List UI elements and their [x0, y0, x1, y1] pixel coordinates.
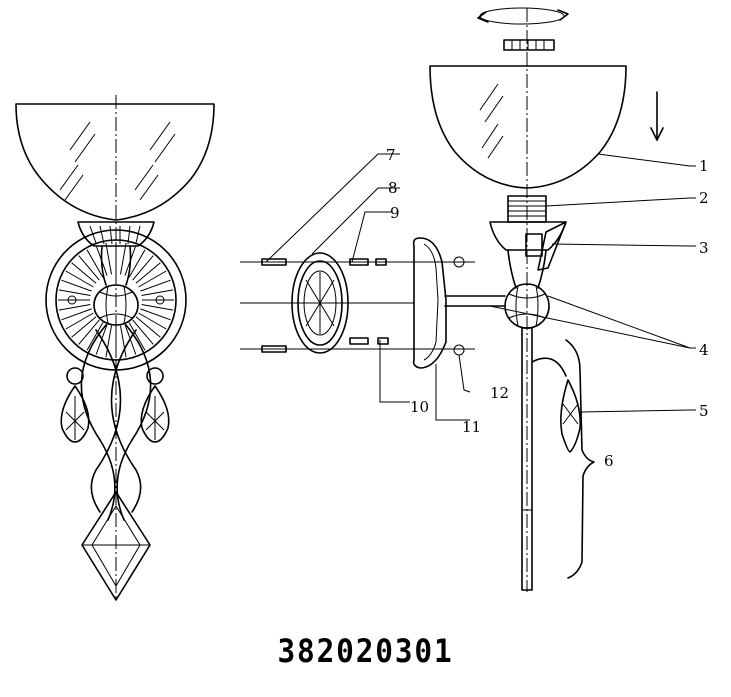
glass-shade	[429, 65, 627, 189]
callout-8: 8	[388, 179, 398, 197]
socket-cable-clip	[537, 221, 567, 271]
crystal-drop	[560, 379, 582, 453]
down-arrow	[650, 91, 664, 141]
lower-stem	[521, 327, 533, 591]
left-center-ball	[93, 284, 139, 326]
model-number: 382020301	[277, 632, 454, 670]
back-plate	[412, 237, 447, 369]
callout-7: 7	[386, 146, 396, 164]
callout-6: 6	[604, 452, 614, 470]
callout-5: 5	[699, 402, 709, 420]
callout-12: 12	[490, 384, 509, 402]
leader-lines	[265, 153, 696, 421]
callout-3: 3	[699, 239, 709, 257]
callout-10: 10	[410, 398, 429, 416]
assembly-guide-lines	[240, 261, 475, 350]
exploded-side-view	[240, 7, 664, 592]
callout-11: 11	[462, 418, 481, 436]
crystal-chain	[531, 357, 567, 377]
bracket-screws	[349, 258, 389, 345]
left-glass-shade	[15, 103, 215, 221]
left-twist-frame	[80, 324, 152, 521]
left-cup	[77, 221, 155, 247]
length-bracket	[565, 339, 595, 579]
callout-4: 4	[699, 341, 709, 359]
callout-2: 2	[699, 189, 709, 207]
socket-cup	[489, 221, 567, 251]
assembled-front-view	[15, 95, 215, 601]
finial-nut	[503, 39, 555, 51]
callout-labels: 1 2 3 4 5 6 7 8 9 10 11 12	[386, 146, 709, 470]
left-diamond-pendant	[81, 491, 151, 601]
socket	[525, 233, 543, 257]
left-crystal-drops	[60, 367, 170, 443]
nut-12	[453, 344, 465, 356]
wall-screws	[261, 258, 287, 353]
rotation-arrow	[477, 7, 569, 25]
callout-9: 9	[390, 204, 400, 222]
callout-1: 1	[699, 157, 709, 175]
